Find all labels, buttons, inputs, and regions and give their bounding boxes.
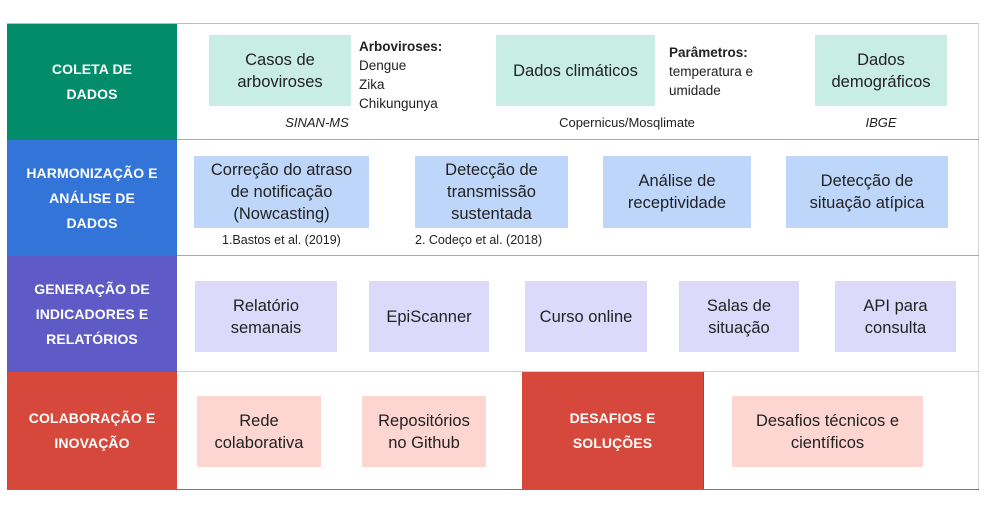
note-arboviroses-chikungunya: Chikungunya: [359, 96, 438, 111]
row-colaboracao: COLABORAÇÃO E INOVAÇÃO Rede colaborativa…: [7, 372, 979, 490]
note-parametros-line2: umidade: [669, 83, 721, 98]
box-transmissao-sustentada: Detecção de transmissão sustentada: [415, 156, 568, 228]
box-salas-de-situacao: Salas de situação: [679, 281, 799, 352]
box-dados-climaticos: Dados climáticos: [496, 35, 655, 106]
header-harmonizacao: HARMONIZAÇÃO E ANÁLISE DE DADOS: [7, 140, 177, 256]
row-indicadores: GENERAÇÃO DE INDICADORES E RELATÓRIOS Re…: [7, 256, 979, 372]
header-coleta-de-dados: COLETA DE DADOS: [7, 24, 177, 140]
box-episcanner: EpiScanner: [369, 281, 489, 352]
box-situacao-atipica: Detecção de situação atípica: [786, 156, 948, 228]
note-arboviroses-zika: Zika: [359, 77, 385, 92]
box-api-para-consulta: API para consulta: [835, 281, 956, 352]
reference-bastos: 1.Bastos et al. (2019): [222, 233, 341, 247]
row-divider: [177, 371, 979, 372]
note-arboviroses-title: Arboviroses:: [359, 39, 443, 54]
box-analise-receptividade: Análise de receptividade: [603, 156, 751, 228]
header-indicadores: GENERAÇÃO DE INDICADORES E RELATÓRIOS: [7, 256, 177, 372]
header-colaboracao: COLABORAÇÃO E INOVAÇÃO: [7, 372, 177, 489]
box-dados-demograficos: Dados demográficos: [815, 35, 947, 106]
source-ibge: IBGE: [865, 115, 897, 130]
row-coleta-de-dados: COLETA DE DADOS Casos de arboviroses Arb…: [7, 24, 979, 140]
row-harmonizacao: HARMONIZAÇÃO E ANÁLISE DE DADOS Correção…: [7, 140, 979, 256]
note-parametros-line1: temperatura e: [669, 64, 754, 79]
box-curso-online: Curso online: [525, 281, 647, 352]
header-desafios-solucoes: DESAFIOS E SOLUÇÕES: [522, 372, 704, 489]
source-copernicus-mosqlimate: Copernicus/Mosqlimate: [559, 115, 695, 130]
box-desafios-tecnicos: Desafios técnicos e científicos: [732, 396, 923, 467]
row-divider: [177, 139, 979, 140]
note-arboviroses-dengue: Dengue: [359, 58, 407, 73]
diagram-frame: [7, 23, 979, 491]
box-nowcasting: Correção do atraso de notificação (Nowca…: [194, 156, 369, 228]
note-arboviroses: Arboviroses: Dengue Zika Chikungunya: [359, 37, 442, 113]
box-rede-colaborativa: Rede colaborativa: [197, 396, 321, 467]
source-sinan-ms: SINAN-MS: [285, 115, 349, 130]
box-repositorios-github: Repositórios no Github: [362, 396, 486, 467]
reference-codeco: 2. Codeço et al. (2018): [415, 233, 543, 247]
note-parametros: Parâmetros: temperatura e umidade: [669, 43, 753, 100]
box-casos-de-arboviroses: Casos de arboviroses: [209, 35, 351, 106]
row-divider: [177, 255, 979, 256]
box-relatorio-semanais: Relatório semanais: [195, 281, 337, 352]
note-parametros-title: Parâmetros:: [669, 45, 748, 60]
